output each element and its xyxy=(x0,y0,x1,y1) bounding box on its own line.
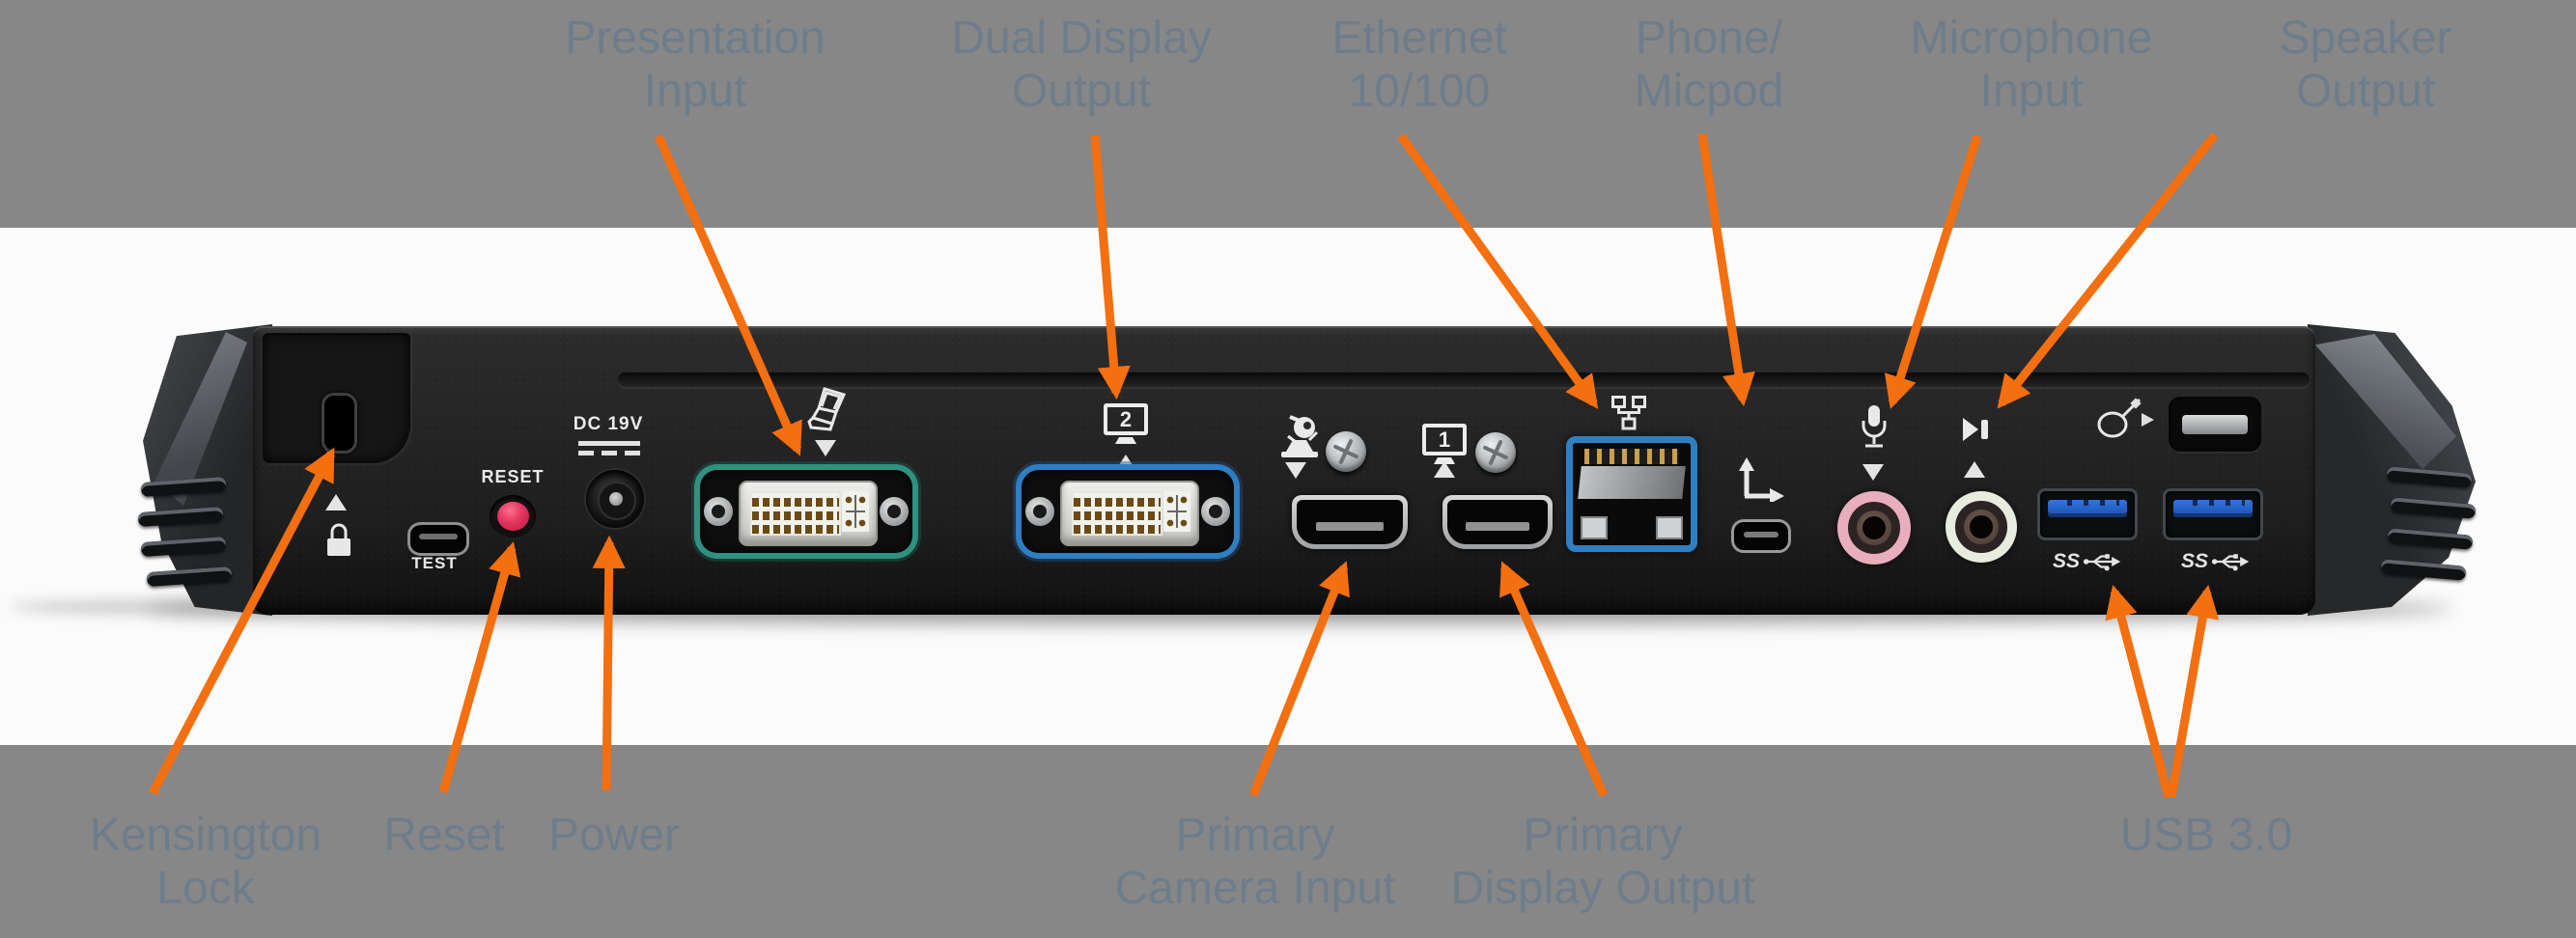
top-gray-band xyxy=(0,0,2576,228)
callout-line: USB 3.0 xyxy=(2119,810,2293,861)
arrow-dual-display-output xyxy=(1090,134,1131,400)
callout-primary-display-output: Primary Display Output xyxy=(1400,809,1806,915)
test-printed-label: TEST xyxy=(411,554,458,572)
ethernet-rj45-port xyxy=(1566,436,1697,552)
callout-line: Ethernet xyxy=(1331,13,1507,64)
triangle-up-icon xyxy=(325,494,347,510)
primary-display-output-hdmi-port xyxy=(1442,495,1553,549)
callout-line: Display Output xyxy=(1450,863,1755,914)
arrow-usb3-right xyxy=(2167,584,2220,798)
laptop-icon xyxy=(804,386,847,439)
arrow-primary-camera-input xyxy=(1248,561,1350,797)
callout-line: Microphone xyxy=(1910,13,2153,64)
callout-line: Camera Input xyxy=(1114,863,1396,914)
arrow-kensington-lock xyxy=(149,447,335,796)
callout-power: Power xyxy=(411,809,817,862)
bottom-gray-band xyxy=(0,745,2576,938)
triangle-down-icon xyxy=(815,440,836,456)
triangle-up-icon xyxy=(1434,461,1455,478)
callout-line: Dual Display xyxy=(951,13,1212,64)
kensington-lock-slot xyxy=(322,393,357,454)
usb-ss-trident-icon xyxy=(2211,554,2250,571)
micpod-port xyxy=(1731,519,1791,553)
callout-line: Presentation xyxy=(565,13,826,64)
arrow-primary-display-output xyxy=(1499,561,1609,797)
usb-ss-label-2: SS xyxy=(2181,550,2252,573)
arrow-microphone-input xyxy=(1884,134,1982,409)
callout-reset: Reset xyxy=(241,809,647,862)
usb3-port-1 xyxy=(2037,488,2138,540)
callout-line: Primary xyxy=(1523,810,1683,861)
callout-line: 10/100 xyxy=(1348,66,1491,117)
microphone-icon xyxy=(1859,403,1890,458)
callout-dual-display-output: Dual Display Output xyxy=(879,12,1284,118)
mounting-screw xyxy=(1475,432,1516,473)
ss-text: SS xyxy=(2181,550,2209,572)
arrow-usb3-left xyxy=(2105,585,2173,799)
microphone-jack xyxy=(1837,491,1911,565)
primary-camera-input-hdmi-port xyxy=(1292,495,1408,549)
callout-line: Input xyxy=(1979,66,2084,117)
dc-symbol-dashed-line xyxy=(578,451,640,455)
arrow-presentation-input xyxy=(654,134,802,456)
dock-arrows-icon xyxy=(1736,455,1786,507)
usb-ss-label-1: SS xyxy=(2053,550,2123,573)
ss-text: SS xyxy=(2053,550,2081,572)
cable-tie-icon xyxy=(2093,390,2155,449)
power-jack-pin xyxy=(609,492,623,506)
callout-kensington-lock: Kensington Lock xyxy=(3,809,408,915)
arrow-reset xyxy=(438,541,521,794)
arrow-power xyxy=(592,535,626,791)
monitor-2-icon: 2 xyxy=(1104,403,1148,444)
dc-symbol-solid-line xyxy=(578,441,640,446)
triangle-up-icon xyxy=(1115,455,1136,471)
callout-usb3: USB 3.0 xyxy=(2003,809,2409,862)
triangle-up-icon xyxy=(1964,461,1985,478)
callout-line: Phone/ xyxy=(1635,13,1783,64)
ethernet-network-icon xyxy=(1610,395,1647,436)
reset-printed-label: RESET xyxy=(481,467,545,486)
monitor-badge: 2 xyxy=(1119,407,1133,431)
callout-line: Micpod xyxy=(1634,66,1784,117)
callout-line: Reset xyxy=(383,810,505,861)
triangle-down-icon xyxy=(1862,464,1884,481)
arrow-ethernet xyxy=(1397,133,1599,409)
arrow-speaker-output xyxy=(1997,132,2219,409)
usb-ss-trident-icon xyxy=(2083,554,2121,571)
usb3-port-2 xyxy=(2163,488,2263,540)
speaker-jack xyxy=(1946,491,2017,563)
callout-ethernet: Ethernet 10/100 xyxy=(1217,12,1622,118)
callout-line: Input xyxy=(643,66,747,117)
callout-line: Kensington xyxy=(89,810,322,861)
callout-microphone-input: Microphone Input xyxy=(1829,12,2234,118)
mounting-screw xyxy=(1326,431,1366,472)
reset-button xyxy=(497,502,529,531)
monitor-badge: 1 xyxy=(1438,428,1451,452)
padlock-icon xyxy=(324,522,353,564)
callout-line: Lock xyxy=(156,863,255,914)
callout-speaker-output: Speaker Output xyxy=(2163,12,2568,118)
callout-phone-micpod: Phone/ Micpod xyxy=(1506,12,1912,118)
callout-line: Output xyxy=(2295,66,2436,117)
callout-line: Output xyxy=(1011,66,1152,117)
callout-line: Primary xyxy=(1175,810,1335,861)
triangle-down-icon xyxy=(1285,462,1306,479)
presentation-input-dvi-port xyxy=(700,470,912,553)
monitor-1-icon: 1 xyxy=(1422,424,1467,464)
test-micro-usb-port xyxy=(407,522,469,556)
callout-line: Speaker xyxy=(2279,13,2452,64)
arrow-phone-micpod xyxy=(1697,133,1755,407)
cable-lock-loop xyxy=(2169,397,2261,452)
callout-line: Power xyxy=(547,810,681,861)
dual-display-output-dvi-port xyxy=(1022,470,1234,553)
callout-primary-camera-input: Primary Camera Input xyxy=(1052,809,1458,915)
camera-icon xyxy=(1278,413,1321,468)
speaker-icon xyxy=(1961,416,1992,448)
power-printed-label: DC 19V xyxy=(573,414,644,434)
callout-presentation-input: Presentation Input xyxy=(492,12,898,118)
